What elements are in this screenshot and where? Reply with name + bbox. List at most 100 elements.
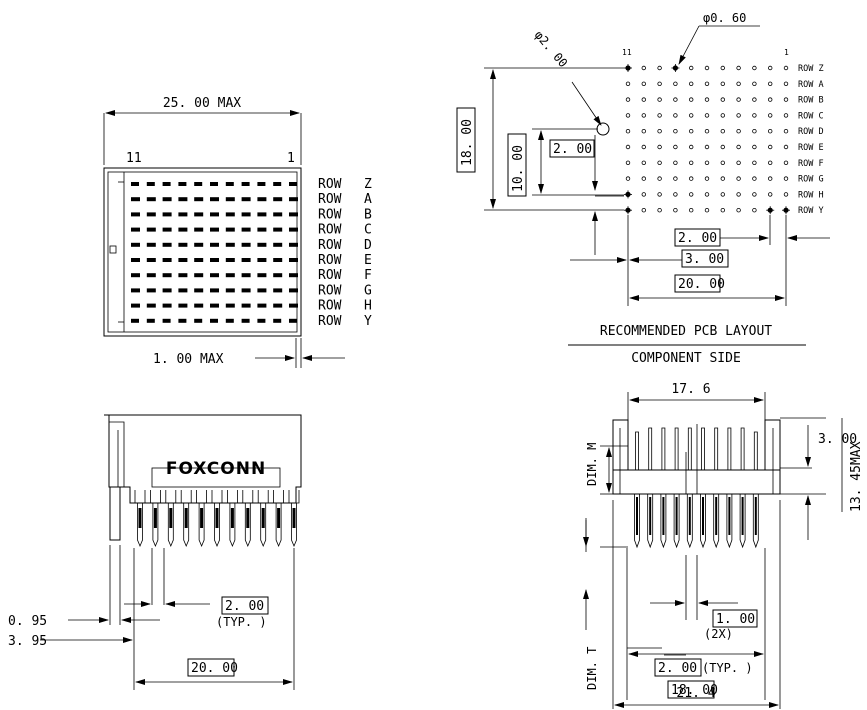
front-pin-body [230,508,234,528]
pin [178,182,187,186]
side-pin-upper [674,427,679,471]
pin [194,273,204,278]
pin [273,197,283,202]
pin [241,318,250,323]
side-view-pins [634,424,759,549]
pin [131,212,140,217]
pcb-hole [657,192,662,197]
pcb-mid-dim: 10. 00 [511,145,526,192]
pcb-hole [736,128,741,134]
pin [225,182,234,186]
pin [210,288,219,293]
pcb-hole [657,65,662,71]
pin [162,197,172,202]
overall-label: 21. 4 [676,686,715,701]
pin [257,197,267,202]
pin [210,227,219,232]
pin [146,318,155,323]
pin [289,197,298,202]
pin [225,303,235,308]
pcb-row-label: ROW H [798,190,824,200]
side-span-label: 18. 00 [671,683,718,698]
pin [289,212,298,217]
front-pin [260,503,267,548]
pcb-hole [736,207,741,213]
pin [178,303,188,308]
dim-m-label: DIM. M [585,443,599,486]
pcb-hole [657,81,662,86]
pcb-hole [625,176,631,181]
side-pin-body [702,497,704,535]
pcb-hole [752,144,757,150]
pin [162,258,172,262]
pcb-hole [783,192,789,197]
front-pin [152,503,159,548]
side-pin-body [662,497,665,535]
pcb-hole [783,113,789,118]
side-pin-upper [727,427,732,471]
pin [210,197,219,202]
pin [273,242,283,247]
pcb-hole [625,97,631,102]
pin [131,182,139,186]
side-pin-upper [648,427,653,471]
pcb-hole [720,176,725,181]
pin [225,227,235,232]
pcb-hole [704,176,710,181]
pcb-row-label: ROW A [798,80,824,90]
pcb-row-label: ROW F [798,159,824,169]
pin [131,197,140,202]
row-letter: F [364,268,372,283]
pcb-hole [704,65,710,71]
pin [146,212,156,217]
pcb-hole [783,65,789,71]
hole-small-label: φ0. 60 [703,11,746,25]
pcb-hole [641,128,646,134]
side-pin-upper [701,427,705,471]
row-word: ROW [318,299,342,314]
row-letter: G [364,283,372,298]
pcb-hole [768,176,773,181]
front-pin [275,503,282,548]
pcb-hole [641,81,646,86]
pin [241,182,250,186]
front-pin-body [246,508,250,528]
pcb-hole [689,144,694,150]
row-letter: H [364,299,372,314]
pcb-row-label: ROW E [798,143,824,153]
side-pin-upper [687,427,692,471]
row-letter: Y [364,314,372,329]
pcb-hole [752,128,757,134]
pcb-hole [783,160,789,165]
pcb-hole [752,192,757,197]
pin [146,288,156,293]
pcb-hole [720,144,725,150]
pin [210,303,219,308]
side-pin [673,494,680,549]
pcb-hole [720,65,725,71]
pcb-hole [736,160,741,165]
pcb-hole [657,207,662,213]
pcb-hole [736,176,741,181]
pcb-hole [783,176,789,181]
row-letter: Z [364,177,372,192]
row-letter: C [364,223,372,238]
pcb-hole [689,65,694,71]
pin [289,242,298,247]
pcb-hole [673,176,678,181]
side-pin-upper [635,431,639,471]
pcb-hole [704,144,710,150]
pcb-hole [641,207,646,213]
pin-pitch-label: 1. 00 [716,612,755,627]
pin [178,258,188,262]
pcb-row-label: ROW Z [798,64,824,74]
front-span-label: 20. 00 [191,661,238,676]
row-word: ROW [318,207,342,222]
pcb-hole [625,160,631,165]
pin [225,273,235,278]
pcb-hole [783,144,789,150]
pcb-hole [673,160,678,165]
side-pin-body [715,497,718,535]
pcb-hole [704,192,710,197]
